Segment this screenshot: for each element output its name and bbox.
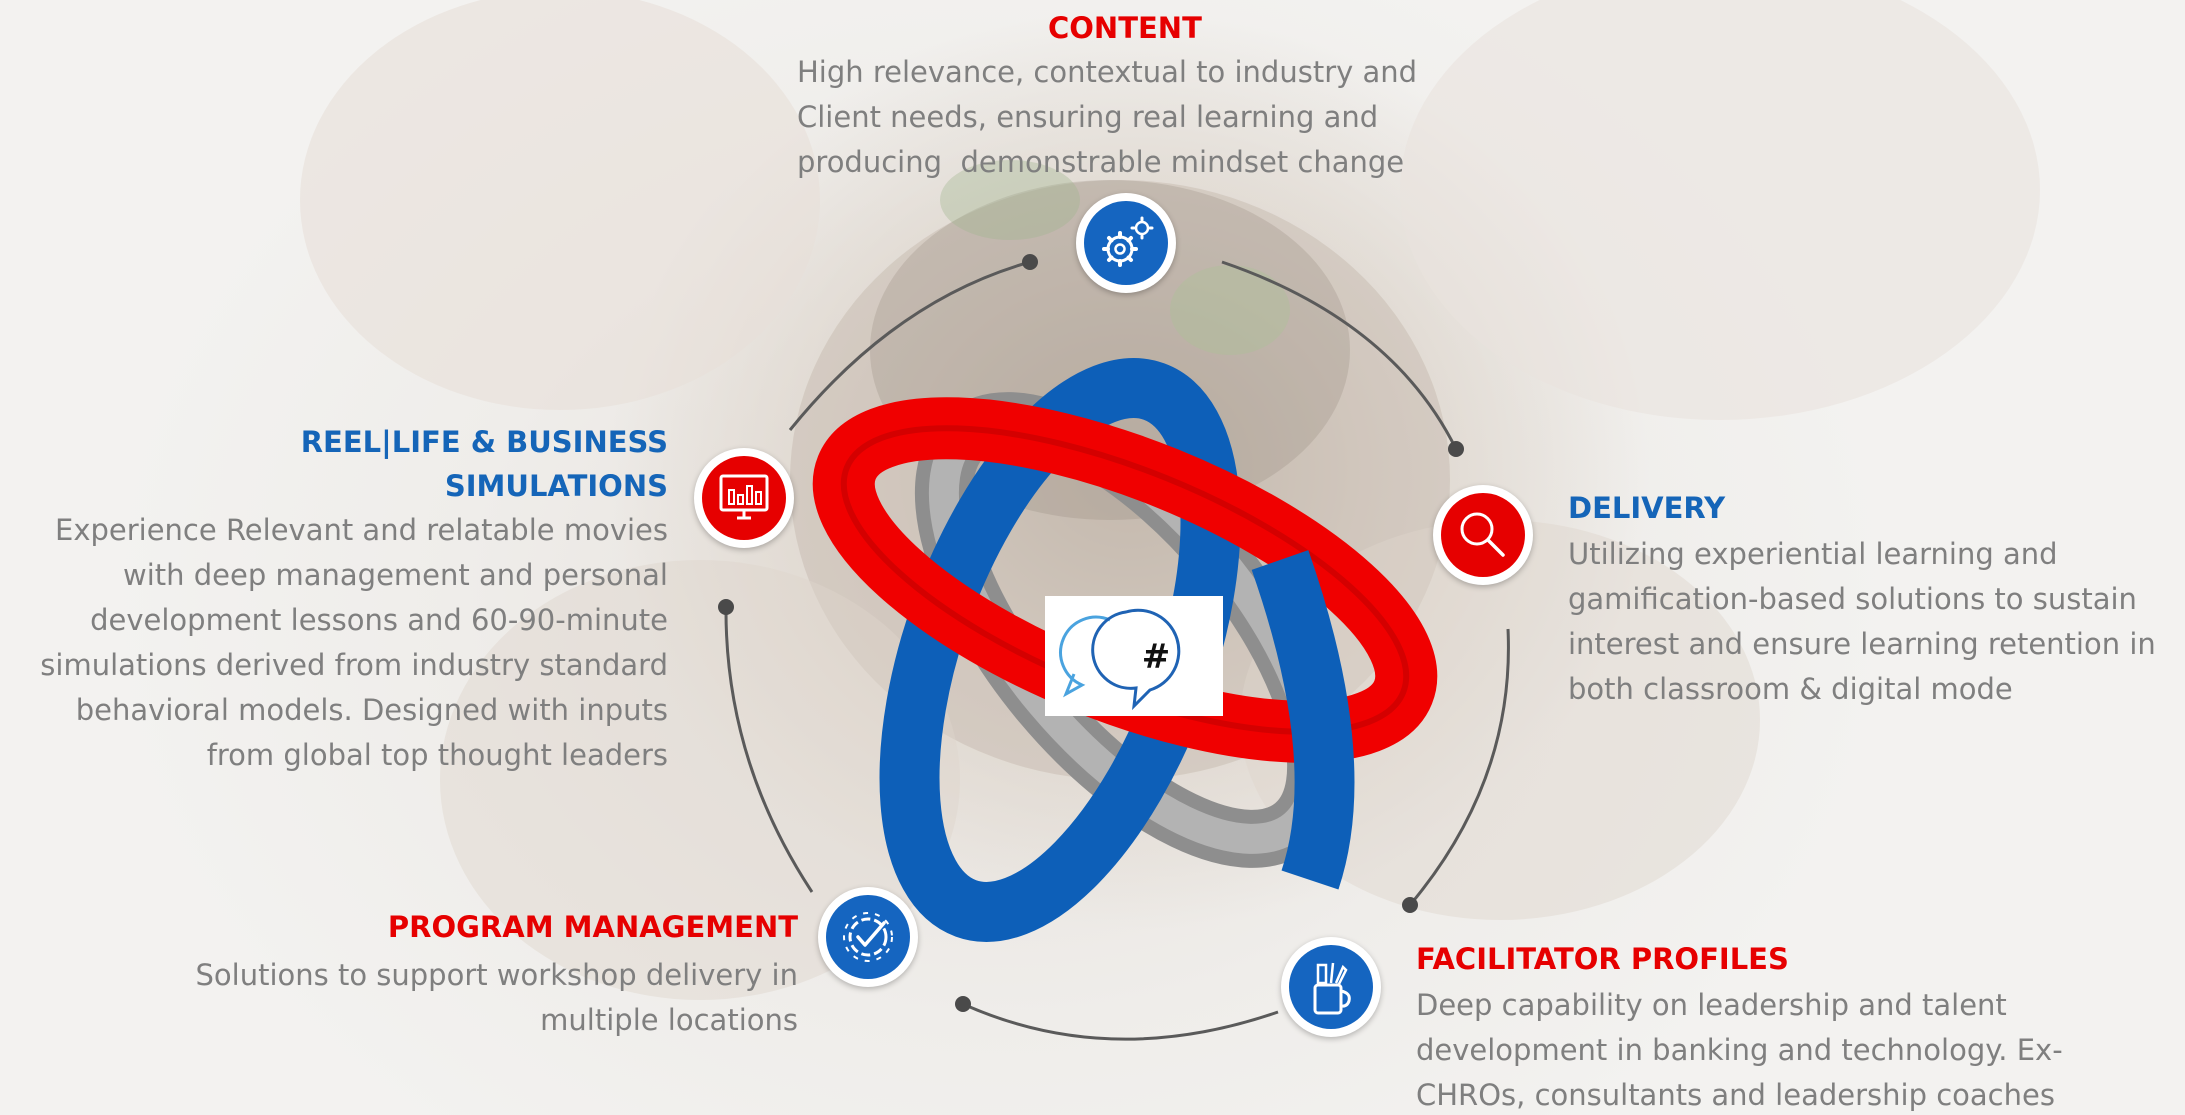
content-line: Client needs, ensuring real learning and: [797, 100, 1379, 134]
content-description: High relevance, contextual to industry a…: [797, 50, 1417, 185]
program-icon-badge: [818, 887, 918, 987]
reel-title-line: SIMULATIONS: [444, 469, 668, 503]
gears-icon: [1102, 216, 1154, 267]
arc-delivery-to-facilitator: [1408, 628, 1510, 906]
arc-dot: [1022, 254, 1038, 270]
arc-dot: [955, 996, 971, 1012]
reel-line: development lessons and 60-90-minute: [90, 603, 668, 637]
arc-content-to-reel: [788, 260, 1031, 431]
magnifier-icon: [1460, 512, 1505, 557]
monitor-chart-icon: [719, 474, 769, 520]
blue-ring-overlap: [1251, 550, 1355, 890]
facilitator-line: CHROs, consultants and leadership coache…: [1416, 1078, 2055, 1112]
reel-line: simulations derived from industry standa…: [40, 648, 668, 682]
delivery-title: DELIVERY: [1568, 491, 1726, 525]
arc-dot: [1448, 441, 1464, 457]
delivery-line: both classroom & digital mode: [1568, 672, 2013, 706]
program-line: multiple locations: [540, 1003, 798, 1037]
content-icon-badge: [1076, 193, 1176, 293]
chat-bubbles-icon: [1059, 608, 1181, 711]
delivery-line: gamification-based solutions to sustain: [1568, 582, 2137, 616]
content-line: High relevance, contextual to industry a…: [797, 55, 1418, 89]
content-line: producing demonstrable mindset change: [797, 145, 1405, 179]
reel-title-line: REEL|LIFE & BUSINESS: [300, 425, 668, 459]
delivery-description: Utilizing experiential learning and gami…: [1568, 532, 2156, 712]
arc-dot: [1402, 897, 1418, 913]
reel-description: Experience Relevant and relatable movies…: [40, 508, 668, 778]
arc-facilitator-to-program: [962, 1002, 1279, 1041]
reel-icon-badge: [694, 448, 794, 548]
arc-dot: [718, 599, 734, 615]
content-title: CONTENT: [1048, 11, 1202, 45]
program-description: Solutions to support workshop delivery i…: [195, 953, 798, 1043]
hash-glyph: #: [1142, 637, 1171, 677]
program-title: PROGRAM MANAGEMENT: [387, 910, 798, 944]
arc-program-to-reel: [724, 606, 814, 893]
gear-check-icon: [843, 912, 893, 962]
delivery-line: interest and ensure learning retention i…: [1568, 627, 2156, 661]
pen-holder-icon: [1313, 962, 1351, 1015]
facilitator-icon-badge: [1281, 937, 1381, 1037]
delivery-line: Utilizing experiential learning and: [1568, 537, 2058, 571]
reel-line: from global top thought leaders: [206, 738, 668, 772]
reel-line: behavioral models. Designed with inputs: [75, 693, 668, 727]
facilitator-title: FACILITATOR PROFILES: [1416, 942, 1789, 976]
delivery-icon-badge: [1433, 485, 1533, 585]
arc-content-to-delivery: [1221, 260, 1458, 450]
reel-title: REEL|LIFE & BUSINESS SIMULATIONS: [301, 420, 668, 508]
facilitator-description: Deep capability on leadership and talent…: [1416, 983, 2063, 1115]
facilitator-line: development in banking and technology. E…: [1416, 1033, 2063, 1067]
reel-line: Experience Relevant and relatable movies: [55, 513, 668, 547]
reel-line: with deep management and personal: [123, 558, 668, 592]
facilitator-line: Deep capability on leadership and talent: [1416, 988, 2007, 1022]
program-line: Solutions to support workshop delivery i…: [195, 958, 798, 992]
